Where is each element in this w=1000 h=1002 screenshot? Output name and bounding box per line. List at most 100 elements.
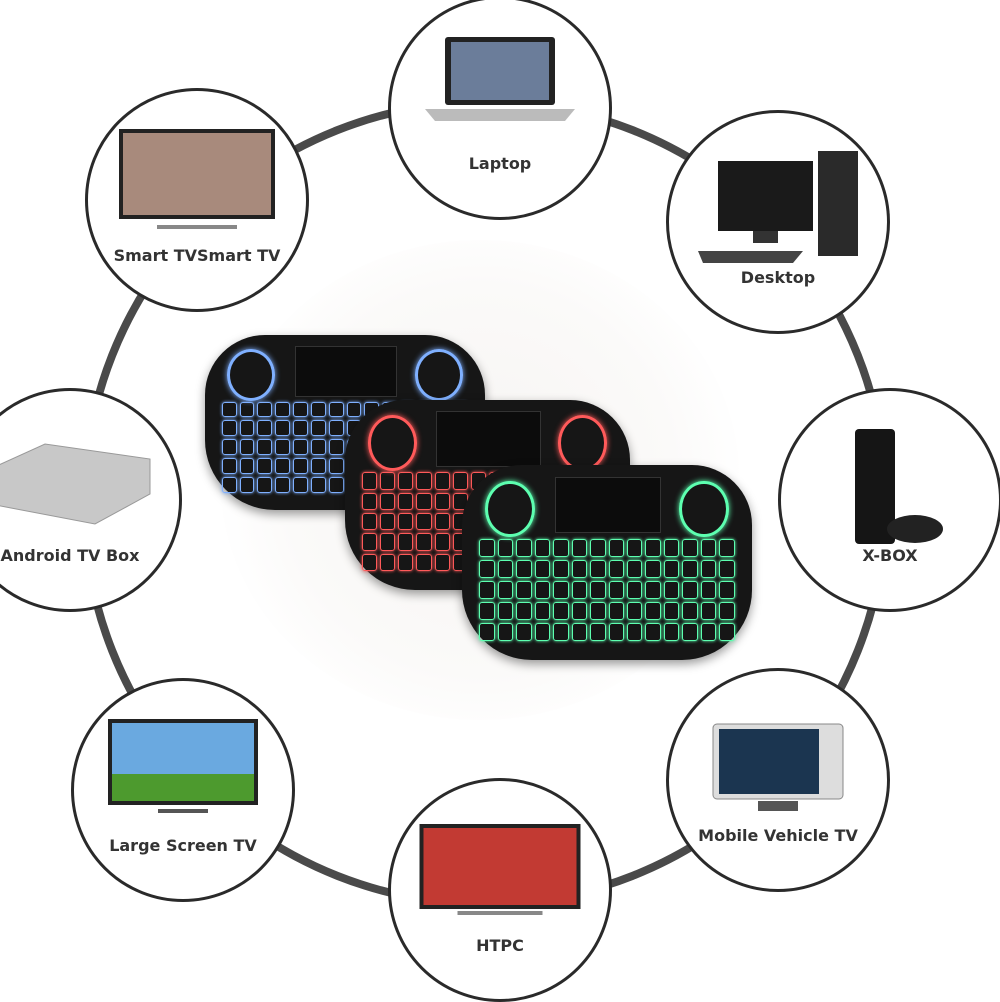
- key: [497, 539, 514, 557]
- key: [293, 401, 308, 418]
- key: [571, 601, 588, 620]
- key: [516, 539, 532, 557]
- key: [608, 559, 624, 578]
- key: [608, 622, 624, 641]
- key: [479, 559, 495, 578]
- dpad-right: [679, 480, 729, 538]
- key: [553, 559, 569, 578]
- key: [416, 492, 432, 510]
- key: [257, 401, 273, 418]
- key: [293, 476, 308, 493]
- key: [275, 439, 291, 455]
- key: [590, 580, 606, 599]
- key: [275, 457, 291, 474]
- key: [452, 472, 468, 490]
- node-label: Large Screen TV: [109, 836, 257, 855]
- key: [257, 420, 273, 437]
- key: [516, 580, 532, 599]
- key: [416, 553, 432, 571]
- key: [328, 439, 344, 455]
- key: [497, 580, 514, 599]
- node-smart-tv: Smart TVSmart TV: [85, 88, 309, 312]
- key: [239, 439, 255, 455]
- node-mobile-vehicle-tv: Mobile Vehicle TV: [666, 668, 890, 892]
- key: [626, 539, 643, 557]
- key: [663, 559, 680, 578]
- node-laptop: Laptop: [388, 0, 612, 220]
- key: [362, 533, 378, 551]
- key: [398, 492, 414, 510]
- key: [380, 533, 396, 551]
- key: [719, 601, 735, 620]
- key: [380, 512, 396, 531]
- key: [590, 559, 606, 578]
- key: [534, 601, 551, 620]
- node-label: Desktop: [740, 268, 816, 287]
- key: [534, 622, 551, 641]
- key: [663, 580, 680, 599]
- node-label: Mobile Vehicle TV: [698, 826, 858, 845]
- key: [479, 601, 495, 620]
- key: [239, 420, 255, 437]
- smart-tv-icon: [119, 129, 275, 229]
- key: [346, 401, 362, 418]
- key: [362, 472, 378, 490]
- node-android-tv-box: Android TV Box: [0, 388, 182, 612]
- key: [663, 622, 680, 641]
- touchpad: [436, 411, 541, 467]
- htpc-icon: [419, 824, 581, 915]
- node-desktop: Desktop: [666, 110, 890, 334]
- key: [310, 439, 326, 455]
- tv-box-icon: [0, 443, 151, 525]
- key: [682, 559, 698, 578]
- key: [626, 601, 643, 620]
- node-htpc: HTPC: [388, 778, 612, 1002]
- key: [682, 539, 698, 557]
- laptop-icon: [425, 37, 575, 121]
- xbox-icon: [855, 429, 943, 544]
- node-label: Android TV Box: [0, 546, 140, 565]
- key: [257, 476, 273, 493]
- key: [700, 622, 717, 641]
- key: [479, 622, 495, 641]
- key: [700, 580, 717, 599]
- vehicle-tv-icon: [712, 723, 844, 811]
- key: [328, 457, 344, 474]
- key: [719, 622, 735, 641]
- key: [608, 601, 624, 620]
- key-grid: [479, 539, 735, 641]
- key: [571, 559, 588, 578]
- key: [398, 512, 414, 531]
- key: [380, 492, 396, 510]
- key: [516, 622, 532, 641]
- key: [434, 533, 450, 551]
- key: [239, 457, 255, 474]
- key: [553, 622, 569, 641]
- key: [719, 539, 735, 557]
- key: [700, 539, 717, 557]
- key: [571, 580, 588, 599]
- key: [257, 457, 273, 474]
- key: [682, 622, 698, 641]
- key: [645, 559, 661, 578]
- key: [590, 601, 606, 620]
- key: [310, 401, 326, 418]
- key: [293, 439, 308, 455]
- key: [293, 420, 308, 437]
- key: [275, 476, 291, 493]
- key: [479, 539, 495, 557]
- dpad-left: [367, 415, 417, 471]
- key: [221, 439, 237, 455]
- dpad-right: [414, 349, 463, 401]
- key: [362, 512, 378, 531]
- key: [571, 539, 588, 557]
- node-xbox: X-BOX: [778, 388, 1000, 612]
- desktop-icon: [698, 151, 858, 263]
- node-label: Smart TVSmart TV: [113, 246, 281, 265]
- key: [221, 457, 237, 474]
- key: [553, 539, 569, 557]
- node-large-screen-tv: Large Screen TV: [71, 678, 295, 902]
- key: [416, 512, 432, 531]
- key: [380, 553, 396, 571]
- key: [553, 601, 569, 620]
